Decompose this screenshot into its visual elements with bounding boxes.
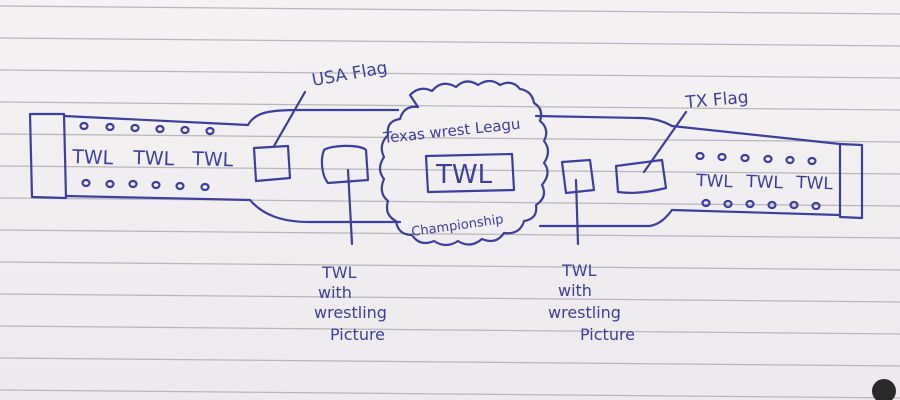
right-strap-text-1: TWL	[695, 171, 734, 192]
center-plate	[378, 79, 550, 247]
usa-flag-leader	[272, 90, 307, 148]
left-note-line-3: wrestling	[314, 303, 387, 322]
belt-strap	[28, 108, 864, 228]
right-note-line-3: wrestling	[548, 303, 621, 322]
plate-center-text: TWL	[435, 160, 493, 190]
left-strap-text-2: TWL	[132, 147, 175, 170]
left-note-line-2: with	[318, 283, 352, 302]
ruled-lines	[0, 5, 900, 399]
right-strap-text-3: TWL	[795, 173, 834, 194]
right-strap-text-2: TWL	[745, 172, 784, 193]
right-note-line-4: Picture	[580, 325, 635, 344]
left-strap-dots	[79, 121, 215, 192]
right-note-line-2: with	[558, 281, 592, 300]
plate-top-text: Texas wrest Leagu	[382, 115, 522, 147]
right-note-line-1: TWL	[561, 261, 597, 280]
tx-flag-leader	[642, 110, 688, 174]
left-note-line-4: Picture	[330, 325, 385, 344]
right-picture-leader	[574, 178, 580, 246]
usa-flag-label: USA Flag	[310, 58, 389, 91]
left-strap-text-3: TWL	[191, 148, 234, 171]
left-picture-leader	[346, 168, 354, 246]
plate-bottom-text: Championship	[410, 212, 504, 240]
left-picture-plate	[320, 144, 370, 185]
tx-flag-plate	[614, 158, 668, 194]
usa-flag-plate	[252, 144, 292, 183]
tx-flag-label: TX Flag	[684, 88, 750, 114]
right-strap-dots	[695, 151, 821, 211]
binder-hole	[872, 379, 896, 400]
left-note-line-1: TWL	[321, 263, 357, 282]
right-picture-plate	[560, 158, 596, 195]
left-strap-text-1: TWL	[71, 146, 114, 169]
